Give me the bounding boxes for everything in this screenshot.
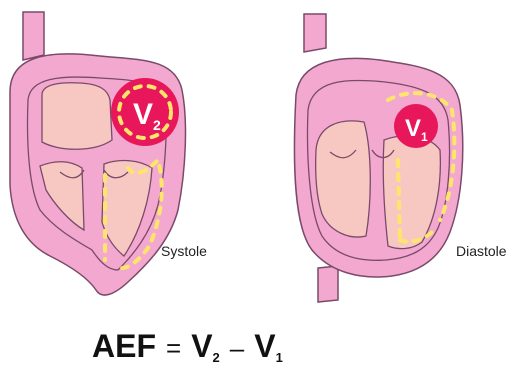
systole-atrium <box>42 83 112 149</box>
systole-heart: V2 <box>10 12 185 295</box>
diastole-lower-vessel <box>318 266 338 302</box>
diastole-caption: Diastole <box>456 243 507 259</box>
systole-caption: Systole <box>161 243 207 259</box>
systole-aorta <box>23 12 44 60</box>
aef-formula: AEF = V2–V1 <box>92 326 283 378</box>
formula-lhs: AEF <box>92 328 156 364</box>
formula-term1: V2 <box>191 328 220 364</box>
formula-equals: = <box>166 333 181 363</box>
diastole-aorta <box>304 14 326 52</box>
formula-term2: V1 <box>254 328 283 364</box>
diastole-heart: V1 <box>294 14 462 302</box>
formula-minus: – <box>230 333 244 363</box>
